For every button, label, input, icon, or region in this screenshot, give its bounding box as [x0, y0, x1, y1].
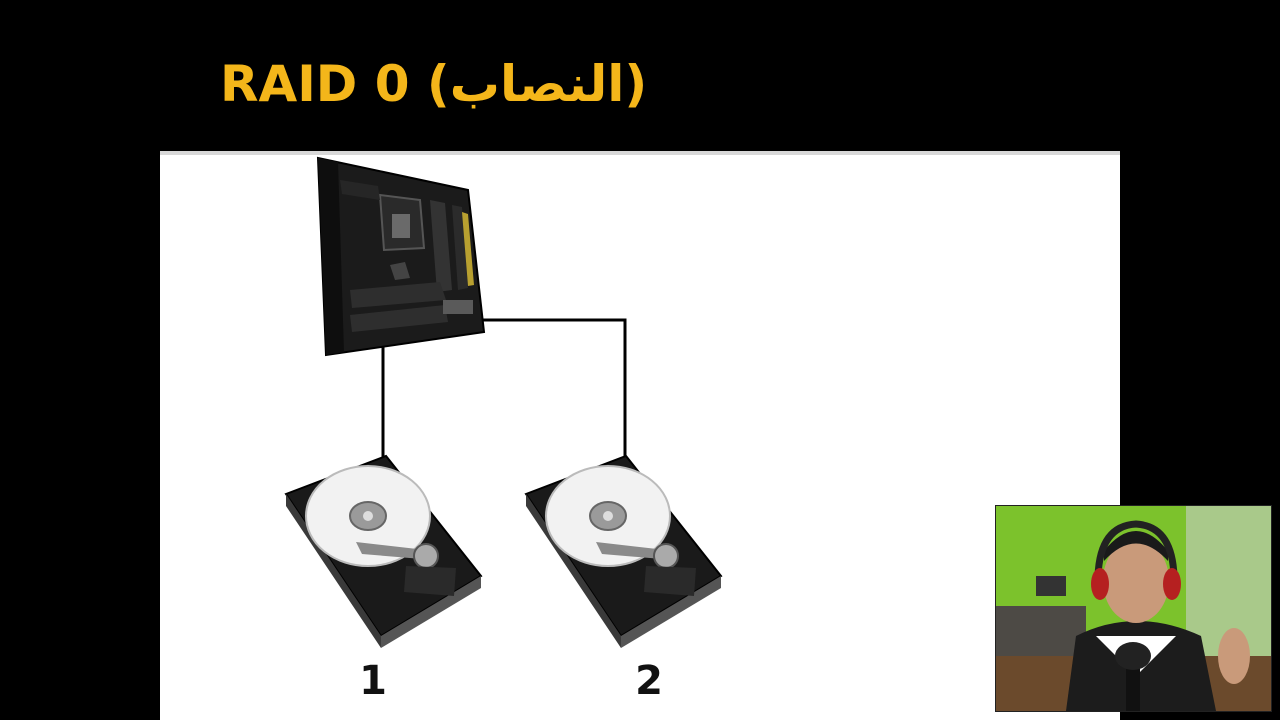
slide-title: RAID 0 (النصاب) — [220, 55, 648, 113]
presenter-webcam-icon — [995, 505, 1272, 712]
hard-drive-icon — [524, 454, 723, 648]
drive-1-label: 1 — [359, 658, 387, 704]
wire-to-drive-2 — [480, 318, 627, 458]
drive-2-label: 2 — [635, 658, 663, 704]
hard-drive-icon — [284, 454, 483, 648]
motherboard-icon — [316, 156, 486, 357]
